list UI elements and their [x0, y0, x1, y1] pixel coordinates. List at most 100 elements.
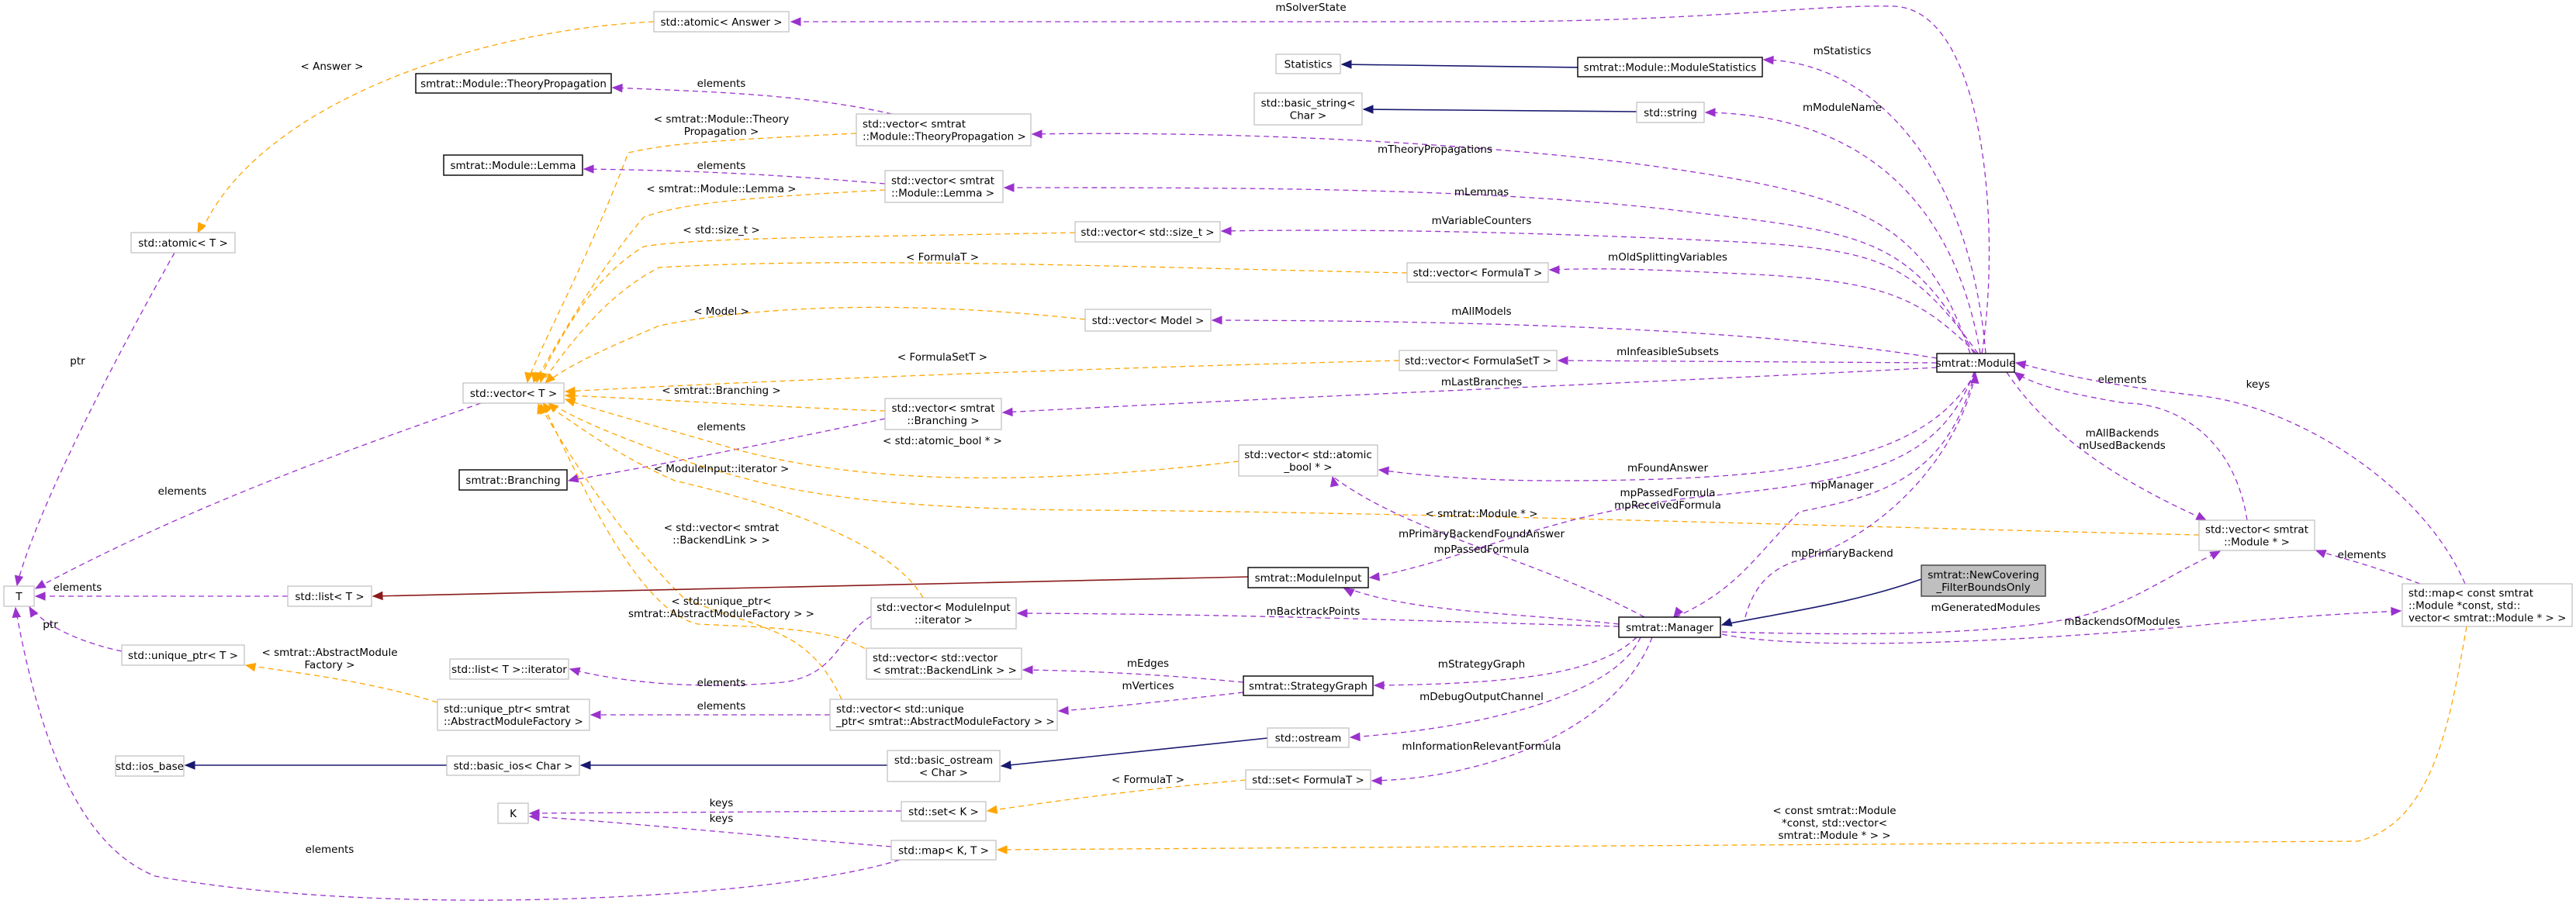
class-node-list-iter[interactable]: std::list< T >::iterator [449, 658, 569, 680]
edge-label-line: keys [710, 813, 734, 825]
edge-tp-elements: elements [611, 78, 893, 115]
class-node-tp[interactable]: smtrat::Module::TheoryPropagation [415, 73, 612, 94]
class-node-vec-vec-bl[interactable]: std::vector< std::vector< smtrat::Backen… [866, 647, 1022, 680]
arrowhead-icon [564, 398, 576, 407]
class-node-manager[interactable]: smtrat::Manager [1618, 616, 1721, 638]
class-node-vec-t[interactable]: std::vector< T > [462, 382, 565, 404]
class-node-unique-ptr-t[interactable]: std::unique_ptr< T > [121, 644, 245, 666]
class-node-module[interactable]: smtrat::Module [1936, 353, 2016, 373]
class-box [1577, 57, 1763, 78]
edge-label: < std::unique_ptr<smtrat::AbstractModule… [628, 595, 814, 620]
class-node-basic-ios[interactable]: std::basic_ios< Char > [446, 755, 580, 776]
class-node-vec-formulasett[interactable]: std::vector< FormulaSetT > [1399, 350, 1558, 371]
edge-label-line: mVertices [1122, 680, 1174, 692]
class-node-list-t[interactable]: std::list< T > [287, 585, 372, 607]
edge-label-line: < FormulaT > [906, 251, 979, 264]
class-box [1406, 262, 1549, 283]
class-name-line: std::atomic< Answer > [660, 16, 782, 29]
class-name-line: std::vector< std::vector [873, 652, 998, 664]
class-node-ostream[interactable]: std::ostream [1267, 727, 1350, 748]
arrowhead-icon [1220, 226, 1232, 236]
class-node-newcovering[interactable]: smtrat::NewCovering_FilterBoundsOnly [1921, 564, 2046, 597]
class-node-basic-ostream[interactable]: std::basic_ostream< Char > [887, 750, 1001, 782]
class-node-vec-unique-amf[interactable]: std::vector< std::unique_ptr< smtrat::Ab… [829, 699, 1058, 731]
edge-line [245, 664, 438, 703]
arrowhead-icon [1001, 407, 1013, 417]
class-node-statistics[interactable]: Statistics [1275, 53, 1341, 74]
edge-label: mAllModels [1451, 305, 1511, 318]
class-node-vec-module[interactable]: std::vector< smtrat::Module * > [2198, 519, 2315, 551]
edge-label: < std::atomic_bool * > [883, 435, 1002, 447]
edge-line [1558, 360, 1938, 364]
class-node-set-k[interactable]: std::set< K > [901, 801, 987, 822]
class-node-vec-sizet[interactable]: std::vector< std::size_t > [1074, 221, 1221, 243]
class-node-T[interactable]: T [3, 585, 35, 607]
class-node-moduleinput[interactable]: smtrat::ModuleInput [1247, 567, 1369, 588]
arrowhead-icon [1349, 732, 1361, 742]
class-name-line: std::vector< std::size_t > [1081, 226, 1214, 239]
class-node-modstats[interactable]: smtrat::Module::ModuleStatistics [1577, 57, 1763, 78]
class-box [115, 755, 185, 777]
class-node-atomic-t[interactable]: std::atomic< T > [130, 232, 236, 254]
edge-label: mOldSplittingVariables [1608, 251, 1727, 264]
arrowhead-icon [2209, 550, 2222, 560]
arrowhead-icon [524, 371, 534, 384]
arrowhead-icon [1340, 60, 1352, 69]
class-box [1084, 309, 1212, 332]
class-node-vec-formulat[interactable]: std::vector< FormulaT > [1406, 262, 1549, 283]
edge-label: mStrategyGraph [1438, 658, 1525, 671]
class-node-ios-base[interactable]: std::ios_base [115, 755, 185, 777]
class-name-line: smtrat::StrategyGraph [1249, 681, 1368, 693]
edge-module-tmpl: < smtrat::Module * > [547, 402, 2200, 536]
class-node-string[interactable]: std::string [1636, 102, 1705, 123]
class-node-strategygraph[interactable]: smtrat::StrategyGraph [1243, 675, 1374, 696]
edge-line [1721, 578, 1922, 626]
class-node-vec-lemma[interactable]: std::vector< smtrat::Module::Lemma > [884, 170, 1004, 203]
edge-label: ptr [43, 619, 58, 631]
edge-mi-iter-elements: elements [569, 616, 872, 689]
class-node-vec-branching[interactable]: std::vector< smtrat::Branching > [884, 398, 1002, 430]
edge-label: < smtrat::Module * > [1425, 508, 1537, 520]
edge-label-line: keys [2246, 378, 2270, 391]
arrowhead-icon [1673, 606, 1684, 619]
class-node-vec-mi-iter[interactable]: std::vector< ModuleInput::iterator > [870, 597, 1017, 630]
class-node-vec-model[interactable]: std::vector< Model > [1084, 309, 1212, 332]
edge-pbfoundanswer: mPrimaryBackendFoundAnswer [1329, 475, 1645, 618]
edge-label-line: smtrat::AbstractModuleFactory > > [628, 608, 814, 620]
class-box [2401, 583, 2573, 627]
class-node-map-kt[interactable]: std::map< K, T > [890, 840, 997, 861]
class-name-line: smtrat::Module::ModuleStatistics [1584, 62, 1757, 74]
class-node-branching[interactable]: smtrat::Branching [458, 469, 568, 491]
class-box [1399, 350, 1558, 371]
class-node-lemma[interactable]: smtrat::Module::Lemma [443, 154, 583, 176]
class-name-line: ::Module * > [2224, 537, 2290, 549]
class-box [1267, 727, 1350, 748]
edge-label-line: elements [697, 160, 746, 172]
edge-label: mBacktrackPoints [1267, 606, 1361, 618]
edge-line [1721, 551, 2219, 635]
edge-label-line: < smtrat::Module::Lemma > [646, 183, 796, 195]
class-node-atomic-answer[interactable]: std::atomic< Answer > [653, 11, 790, 33]
class-node-map-const[interactable]: std::map< const smtrat::Module *const, s… [2401, 583, 2573, 627]
class-node-basic-string[interactable]: std::basic_string<Char > [1253, 92, 1363, 126]
class-node-vec-tp[interactable]: std::vector< smtrat::Module::TheoryPropa… [856, 113, 1032, 147]
class-node-unique-ptr-amf[interactable]: std::unique_ptr< smtrat::AbstractModuleF… [437, 699, 590, 731]
class-name-line: Statistics [1285, 59, 1333, 71]
edge-line [1345, 587, 1620, 625]
arrowhead-icon [1343, 588, 1355, 597]
arrowhead-icon [583, 164, 594, 174]
class-name-line: std::vector< FormulaT > [1413, 267, 1543, 280]
class-box [415, 73, 612, 94]
edge-label: < FormulaSetT > [897, 351, 987, 364]
class-name-line: std::basic_ios< Char > [454, 761, 573, 773]
class-node-K[interactable]: K [497, 802, 529, 824]
arrowhead-icon [244, 662, 257, 672]
edge-atomicbool-tmpl: < std::atomic_bool * > [564, 398, 1240, 479]
edge-line [538, 232, 1076, 382]
arrowhead-icon [537, 402, 546, 415]
class-node-vec-atomicbool[interactable]: std::vector< std::atomic_bool * > [1238, 444, 1378, 477]
class-node-set-formulat[interactable]: std::set< FormulaT > [1245, 769, 1371, 790]
